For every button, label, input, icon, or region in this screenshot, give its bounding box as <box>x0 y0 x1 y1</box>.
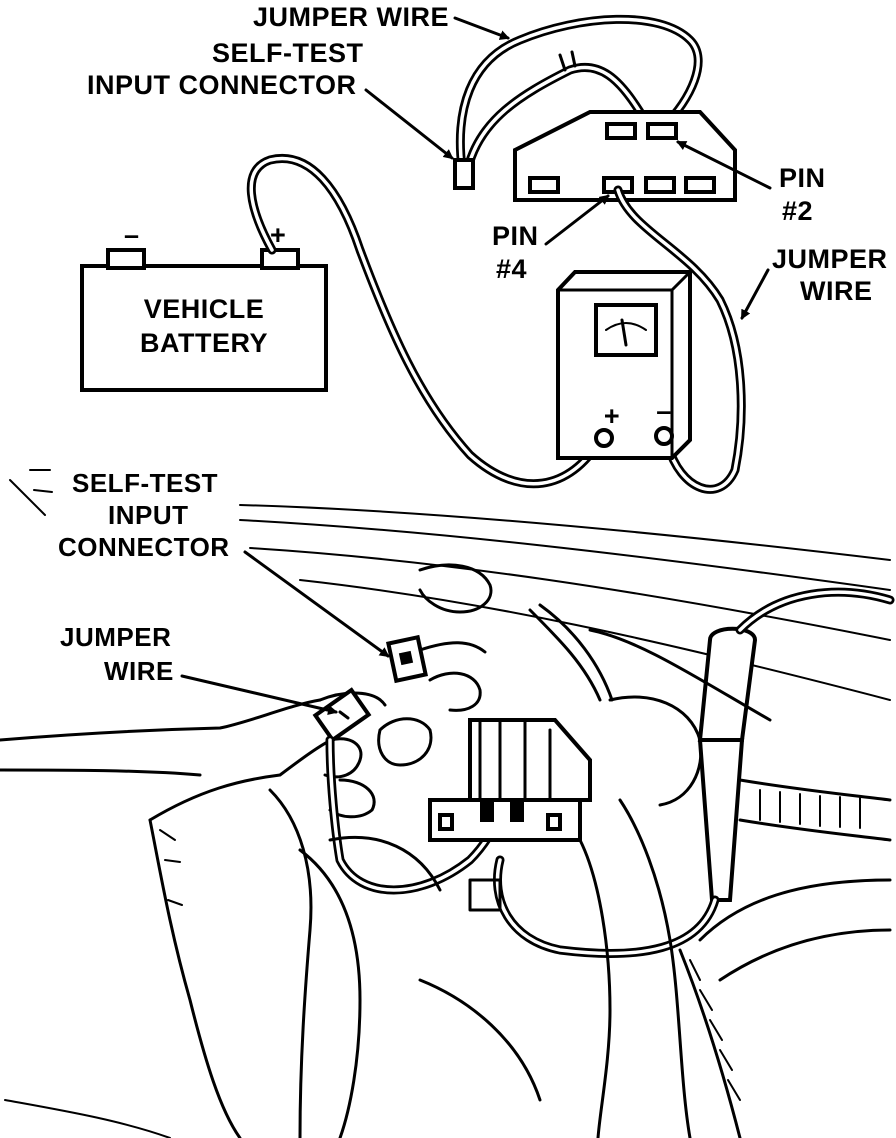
bottom-engine-illustration: SELF-TEST INPUT CONNECTOR JUMPER WIRE <box>0 468 895 1138</box>
battery-label-line2: BATTERY <box>140 328 268 358</box>
analog-voltmeter: + – <box>556 270 692 460</box>
pin4-label-line1: PIN <box>492 221 539 251</box>
meter-positive-sign: + <box>604 401 620 431</box>
top-schematic: – + VEHICLE BATTERY <box>80 2 888 494</box>
diagnostic-connector-block <box>513 110 737 202</box>
jumper-wire-right-label-line2: WIRE <box>800 276 873 306</box>
multi-pin-connector <box>428 603 614 842</box>
vehicle-battery: – + VEHICLE BATTERY <box>80 220 328 392</box>
jumper-wire-top-label: JUMPER WIRE <box>253 2 449 32</box>
self-test-bottom-label-line3: CONNECTOR <box>58 532 230 562</box>
self-test-input-connector-top <box>453 14 703 190</box>
battery-label-line1: VEHICLE <box>144 294 265 324</box>
battery-positive-sign: + <box>270 220 286 250</box>
self-test-connector-label-line2: INPUT CONNECTOR <box>87 70 357 100</box>
pin-2-socket <box>646 122 678 140</box>
self-test-input-connector-photo <box>386 634 487 684</box>
pin2-label-line1: PIN <box>779 163 826 193</box>
pin4-to-meter-wire <box>613 185 746 494</box>
pin4-label-line2: #4 <box>496 254 527 284</box>
technician-hand <box>0 563 493 1138</box>
battery-to-meter-wire <box>246 154 605 489</box>
self-test-bottom-label-line1: SELF-TEST <box>72 468 218 498</box>
self-test-connector-label-line1: SELF-TEST <box>212 38 364 68</box>
self-test-bottom-label-line2: INPUT <box>108 500 189 530</box>
jumper-bottom-label-line1: JUMPER <box>60 622 171 652</box>
jumper-wire-right-label-line1: JUMPER <box>772 244 888 274</box>
battery-negative-sign: – <box>124 220 140 250</box>
pin2-label-line2: #2 <box>782 196 813 226</box>
jumper-bottom-label-line2: WIRE <box>104 656 174 686</box>
meter-negative-sign: – <box>656 396 672 426</box>
